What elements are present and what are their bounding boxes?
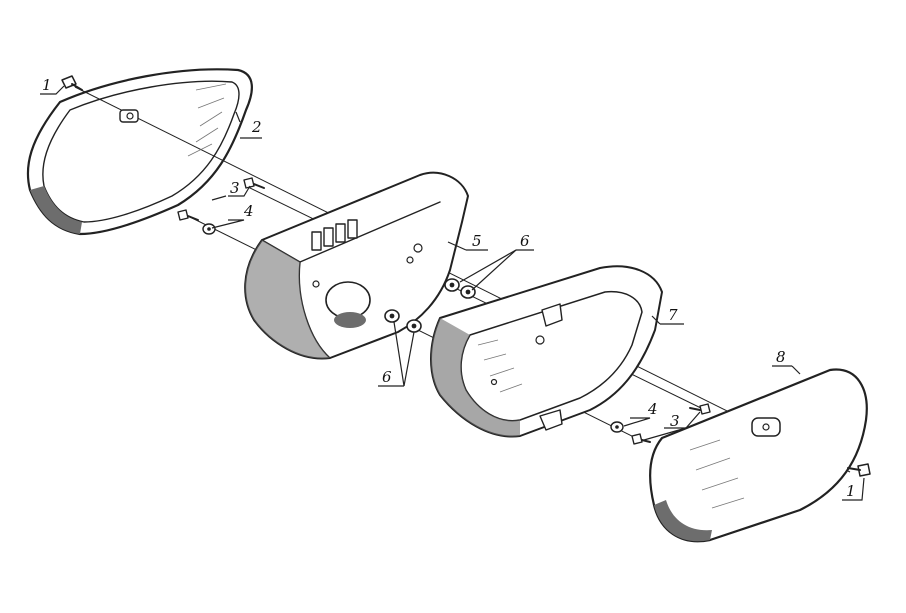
callout-6: 6 <box>382 368 392 386</box>
callout-6: 6 <box>520 232 530 250</box>
callout-1: 1 <box>846 482 856 500</box>
vent-slots <box>311 219 358 251</box>
right-side-cover <box>649 368 868 543</box>
washer-icon <box>610 421 624 433</box>
middle-box-cover <box>244 171 469 360</box>
leader-lines <box>40 85 865 501</box>
nut-icon <box>406 319 422 333</box>
screw-icon <box>61 75 83 91</box>
callout-7: 7 <box>668 306 678 324</box>
callout-8: 8 <box>776 348 786 366</box>
nut-icon <box>384 309 400 323</box>
bolt-icon <box>631 433 651 445</box>
left-side-cover <box>26 68 253 236</box>
nut-icon <box>444 278 460 292</box>
bolt-icon <box>177 209 199 221</box>
callout-3: 3 <box>230 179 240 197</box>
open-box-housing <box>430 265 663 438</box>
bolt-icon <box>689 403 711 415</box>
callout-labels: 1 2 3 4 5 6 6 7 8 4 3 1 <box>42 76 856 500</box>
callout-3: 3 <box>670 412 680 430</box>
callout-4: 4 <box>243 202 254 220</box>
nut-icon <box>460 285 476 299</box>
bolt-icon <box>243 177 265 189</box>
callout-5: 5 <box>472 232 482 250</box>
screw-icon <box>847 463 871 477</box>
callout-4: 4 <box>647 400 658 418</box>
washer-icon <box>202 223 216 235</box>
callout-2: 2 <box>251 118 262 136</box>
callout-1: 1 <box>42 76 52 94</box>
